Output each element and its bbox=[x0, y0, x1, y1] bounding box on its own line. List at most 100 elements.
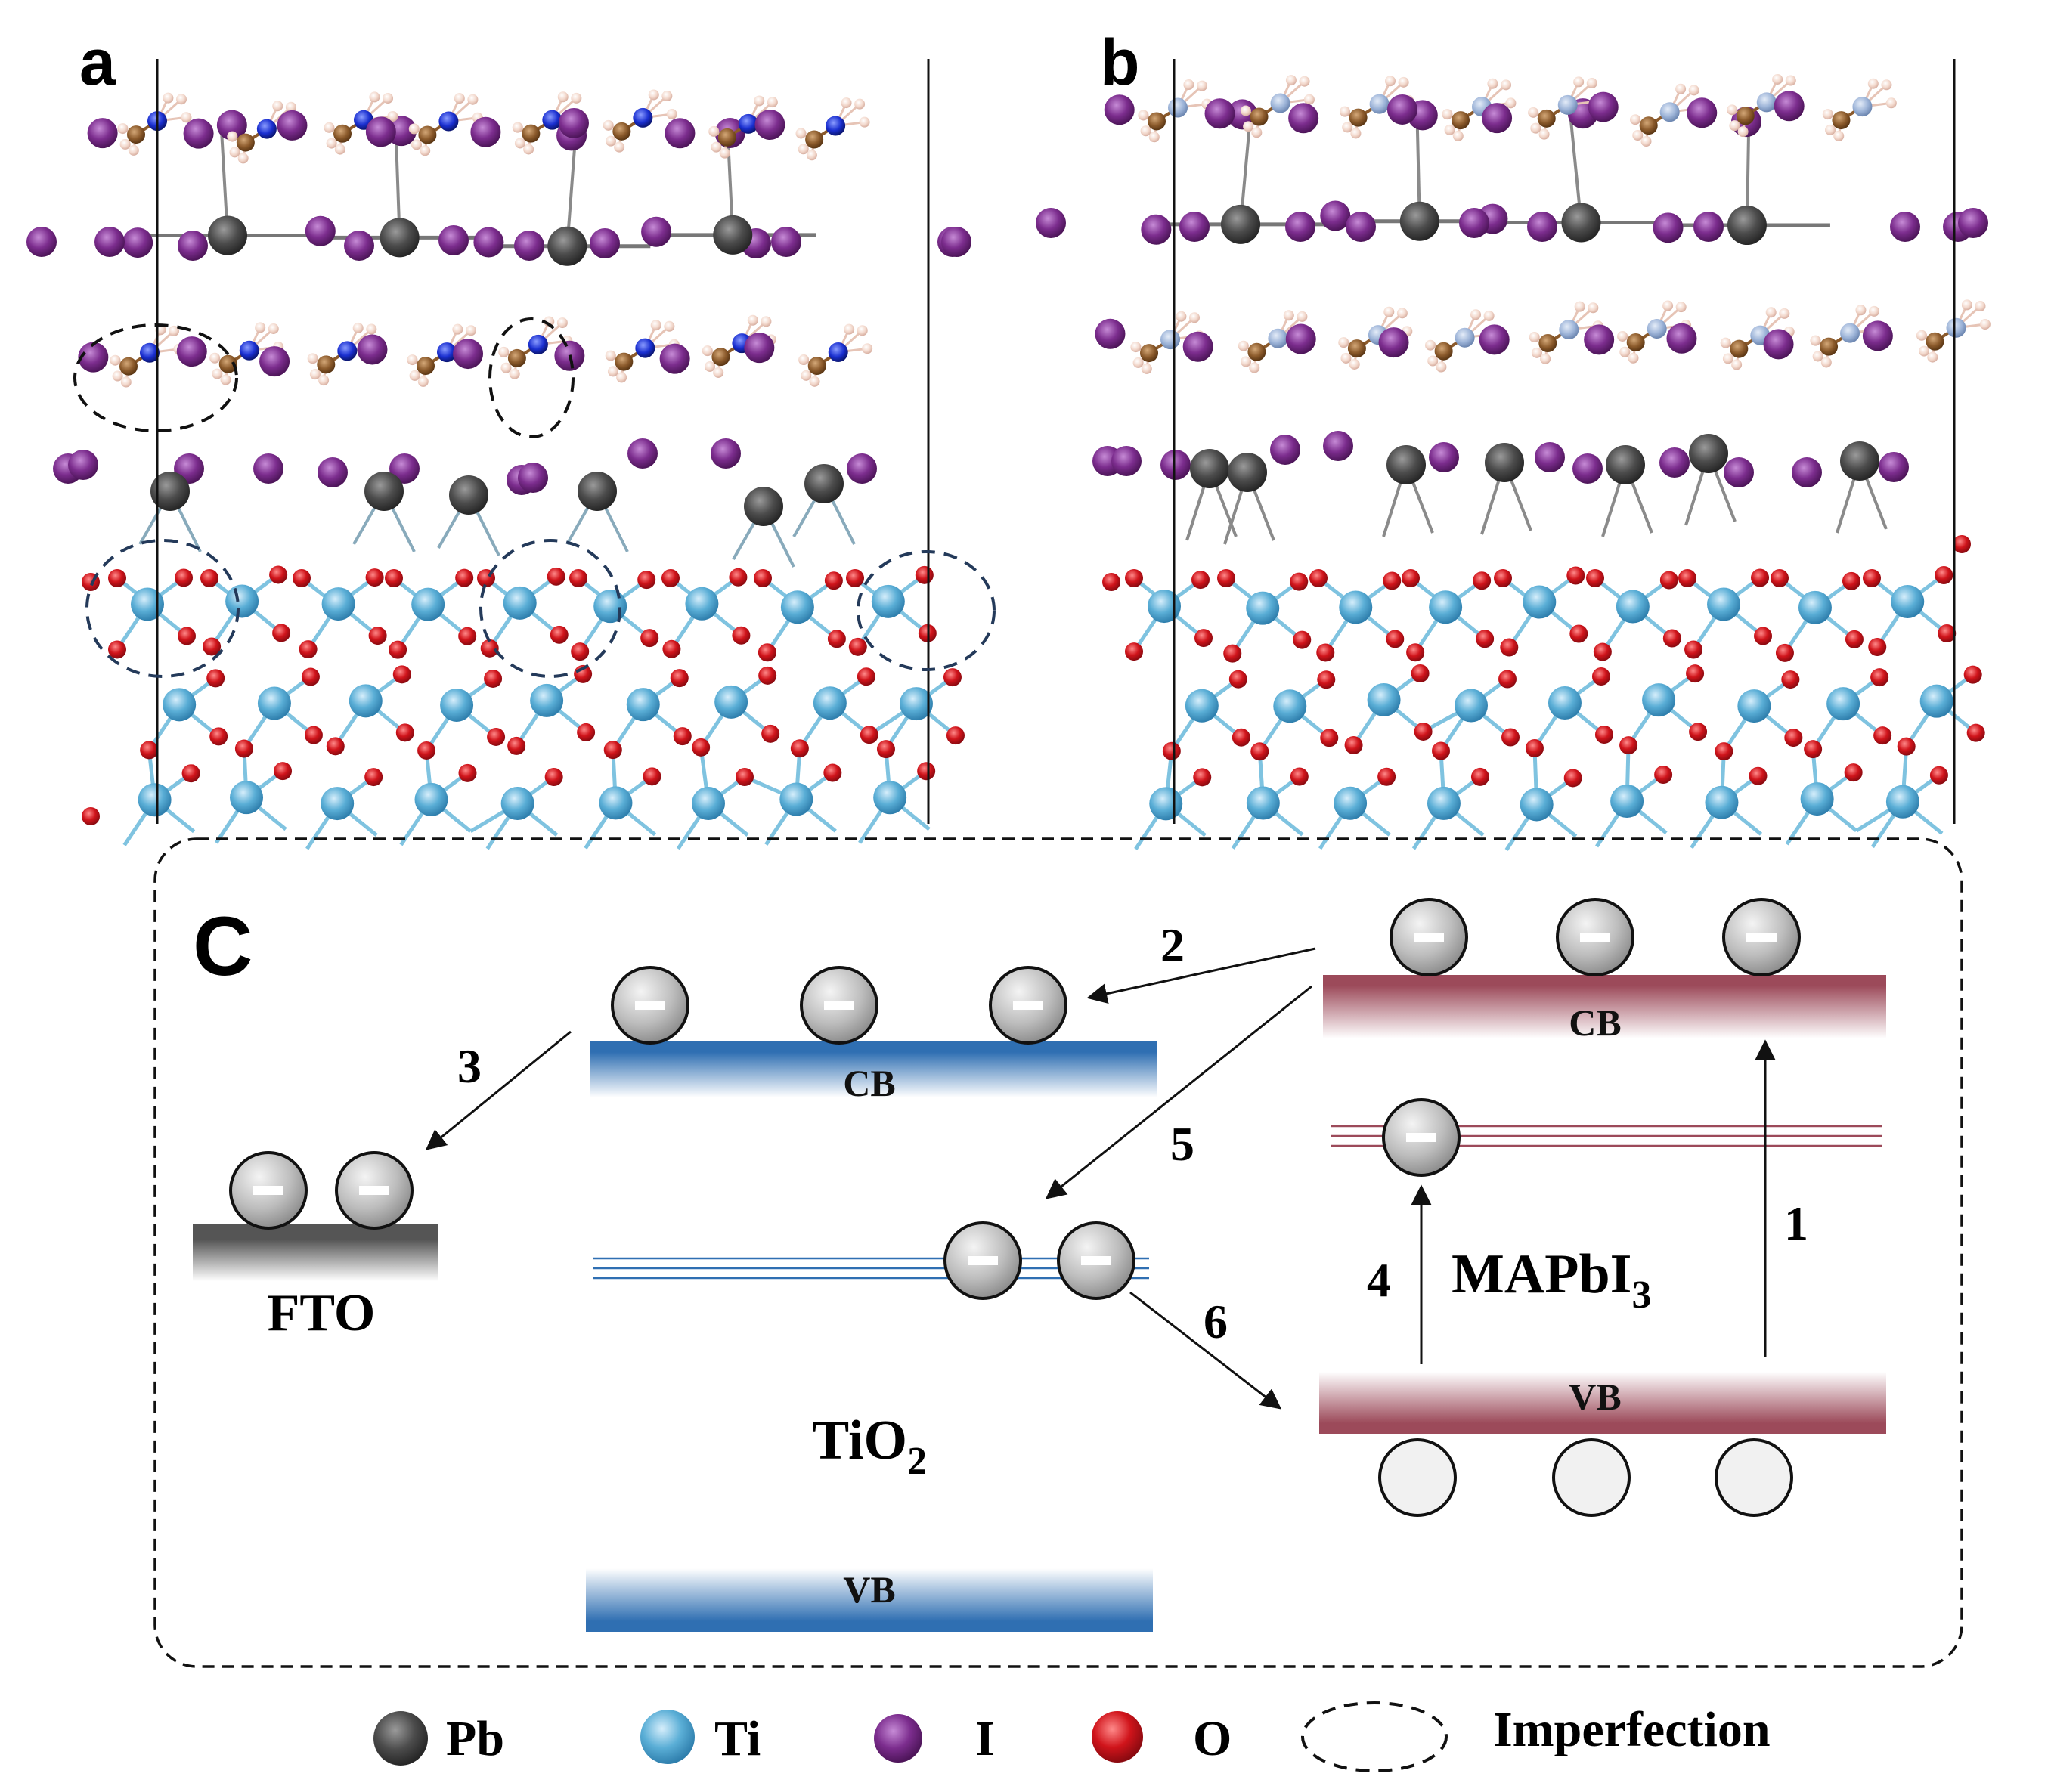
ti-atom bbox=[131, 587, 165, 621]
arrow-step-6 bbox=[1129, 1291, 1282, 1410]
o-atom bbox=[846, 569, 864, 587]
o-atom bbox=[1470, 767, 1489, 786]
h-atom bbox=[1961, 299, 1972, 311]
h-atom bbox=[841, 97, 852, 109]
i-atom bbox=[1320, 200, 1351, 231]
o-atom bbox=[392, 665, 411, 684]
c-atom bbox=[1247, 342, 1266, 361]
pb-atom bbox=[1727, 206, 1767, 246]
h-atom bbox=[605, 135, 616, 147]
pb-atom bbox=[1840, 441, 1879, 481]
o-atom bbox=[1162, 741, 1181, 760]
c-atom bbox=[127, 125, 146, 144]
o-atom bbox=[304, 726, 323, 744]
i-atom bbox=[1687, 97, 1718, 128]
i-atom bbox=[590, 228, 620, 258]
o-atom bbox=[272, 624, 291, 642]
h-atom bbox=[307, 353, 318, 364]
o-atom bbox=[1751, 568, 1770, 587]
i-atom bbox=[1378, 327, 1409, 358]
pb-atom bbox=[1221, 204, 1261, 244]
tio2-cb-line bbox=[590, 1041, 1157, 1052]
h-atom bbox=[1350, 128, 1362, 139]
ti-atom bbox=[225, 584, 259, 618]
n-atom bbox=[528, 334, 548, 354]
ti-atom bbox=[1642, 683, 1676, 717]
h-atom bbox=[220, 374, 231, 385]
n-atom bbox=[1160, 330, 1181, 350]
o-atom bbox=[1775, 643, 1794, 662]
h-atom bbox=[857, 325, 868, 336]
electron bbox=[1057, 1221, 1135, 1300]
h-atom bbox=[237, 153, 249, 164]
o-atom bbox=[758, 643, 776, 662]
tio2-vb-line bbox=[586, 1621, 1153, 1632]
arrow-step-5 bbox=[1045, 985, 1312, 1199]
o-atom bbox=[1662, 629, 1681, 648]
h-atom bbox=[1731, 359, 1743, 370]
ti-atom bbox=[321, 587, 355, 621]
electron bbox=[800, 966, 878, 1045]
h-atom bbox=[1574, 301, 1585, 312]
o-atom bbox=[140, 741, 159, 760]
c-atom bbox=[711, 348, 730, 367]
h-atom bbox=[417, 376, 429, 387]
i-atom bbox=[1182, 331, 1213, 362]
h-atom bbox=[467, 94, 479, 105]
n-atom bbox=[1270, 93, 1290, 113]
h-atom bbox=[862, 343, 873, 354]
electron-sign bbox=[359, 1186, 389, 1195]
h-atom bbox=[454, 93, 465, 104]
h-atom bbox=[163, 92, 174, 104]
h-atom bbox=[120, 376, 132, 388]
c-atom bbox=[615, 352, 634, 371]
n-atom bbox=[1756, 92, 1777, 113]
o-atom bbox=[395, 723, 414, 742]
h-atom bbox=[761, 316, 772, 327]
n-atom bbox=[1559, 320, 1579, 340]
h-atom bbox=[209, 352, 221, 364]
o-atom bbox=[1689, 723, 1708, 741]
electron bbox=[1722, 898, 1801, 976]
fto-band-line bbox=[193, 1224, 438, 1240]
h-atom bbox=[268, 323, 279, 334]
c-atom bbox=[807, 357, 826, 376]
n-atom bbox=[1647, 318, 1667, 339]
h-atom bbox=[117, 123, 129, 135]
h-atom bbox=[1383, 306, 1395, 317]
pb-atom bbox=[1485, 443, 1524, 482]
electron-sign bbox=[1746, 933, 1777, 942]
i-atom bbox=[1141, 214, 1172, 245]
c-atom bbox=[1926, 332, 1944, 351]
electron bbox=[229, 1151, 308, 1230]
o-atom bbox=[209, 727, 228, 746]
h-atom bbox=[1452, 130, 1464, 141]
o-atom bbox=[1963, 665, 1982, 684]
i-atom bbox=[365, 116, 396, 147]
i-atom bbox=[94, 227, 125, 257]
h-atom bbox=[1197, 80, 1208, 91]
c-atom bbox=[1537, 109, 1556, 128]
i-atom bbox=[627, 438, 658, 469]
step-number-2: 2 bbox=[1160, 918, 1185, 972]
ti-atom bbox=[1455, 689, 1489, 723]
ti-atom bbox=[1520, 788, 1554, 822]
h-atom bbox=[666, 109, 677, 120]
c-atom bbox=[417, 357, 435, 376]
c-atom bbox=[333, 124, 352, 143]
h-atom bbox=[1483, 310, 1495, 321]
ti-atom bbox=[599, 786, 633, 820]
h-atom bbox=[1342, 122, 1353, 133]
i-atom bbox=[711, 438, 741, 469]
ti-atom bbox=[1891, 585, 1925, 619]
i-atom bbox=[771, 227, 801, 257]
h-atom bbox=[352, 322, 364, 333]
o-atom bbox=[754, 569, 772, 587]
o-atom bbox=[1563, 769, 1582, 788]
o-atom bbox=[643, 767, 661, 786]
ti-atom bbox=[685, 587, 719, 621]
i-atom bbox=[1270, 435, 1300, 465]
o-atom bbox=[385, 569, 403, 587]
o-atom bbox=[823, 763, 842, 782]
h-atom bbox=[1436, 361, 1447, 373]
